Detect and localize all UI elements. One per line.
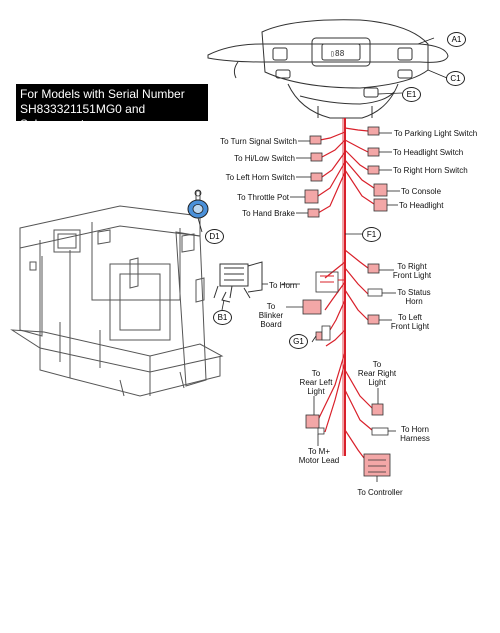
callout-d1: D1 — [205, 229, 224, 244]
callout-a1: A1 — [447, 32, 466, 47]
harness-branches — [317, 127, 375, 459]
harness-connectors — [302, 126, 391, 477]
label-hi-low-switch: To Hi/Low Switch — [234, 154, 295, 163]
label-parking-light-switch: To Parking Light Switch — [394, 129, 478, 138]
label-left-horn-switch: To Left Horn Switch — [225, 173, 295, 182]
label-rear-left-light: To Rear Left Light — [299, 369, 333, 396]
label-left-front-light: To Left Front Light — [390, 313, 430, 331]
label-motor-lead: To M+ Motor Lead — [298, 447, 340, 465]
callout-g1: G1 — [289, 334, 308, 349]
label-hand-brake: To Hand Brake — [242, 209, 295, 218]
label-rear-right-light: To Rear Right Light — [357, 360, 397, 387]
label-horn-harness: To Horn Harness — [400, 425, 430, 443]
label-right-front-light: To Right Front Light — [392, 262, 432, 280]
leader-lines — [197, 37, 448, 482]
handlebar-assembly: ▯88 — [207, 19, 449, 119]
horn-connector — [315, 271, 345, 293]
harness-trunk — [342, 118, 346, 456]
label-blinker-board: To Blinker Board — [258, 302, 284, 329]
callout-b1: B1 — [213, 310, 232, 325]
svg-text:▯88: ▯88 — [330, 49, 345, 58]
keyswitch-icon — [187, 189, 209, 219]
callout-f1: F1 — [362, 227, 381, 242]
label-headlight-switch: To Headlight Switch — [393, 148, 464, 157]
notice-line1: For Models with Serial Number — [20, 87, 185, 101]
label-controller: To Controller — [357, 488, 403, 497]
label-right-horn-switch: To Right Horn Switch — [393, 166, 468, 175]
callout-c1: C1 — [446, 71, 465, 86]
notice-line2: SH833321151MG0 and Subsequent — [20, 102, 146, 131]
frame-controller — [213, 261, 263, 303]
label-status-horn: To Status Horn — [397, 288, 431, 306]
label-throttle-pot: To Throttle Pot — [237, 193, 289, 202]
serial-notice: For Models with Serial Number SH83332115… — [16, 84, 208, 131]
callout-e1: E1 — [402, 87, 421, 102]
label-turn-signal-switch: To Turn Signal Switch — [220, 137, 297, 146]
label-headlight: To Headlight — [399, 201, 444, 210]
scooter-frame — [10, 205, 224, 397]
label-horn: To Horn — [269, 281, 298, 290]
label-console: To Console — [401, 187, 442, 196]
